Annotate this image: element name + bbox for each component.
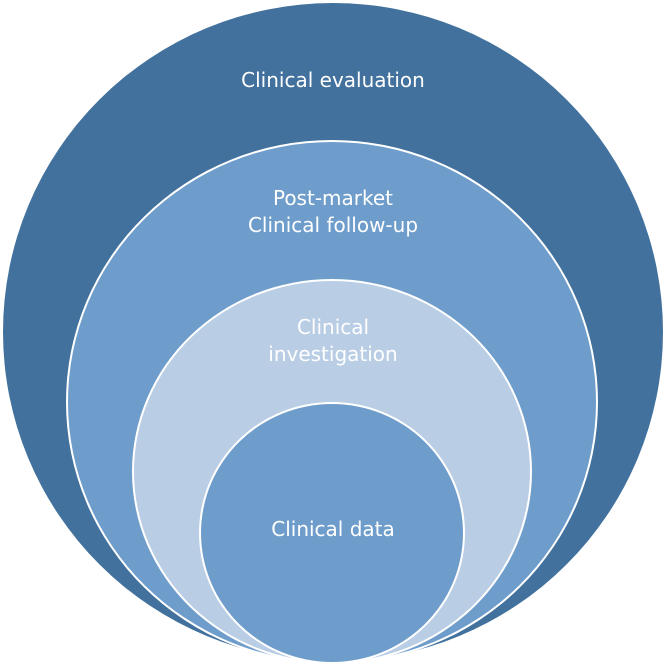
clinical-evaluation-text: Clinical evaluation (241, 68, 425, 92)
clinical-text: Clinical (296, 315, 370, 339)
post-market-text: Post-market (272, 186, 394, 210)
clinical-data-circle (199, 402, 465, 664)
clinical-investigation-label: Clinical investigation (0, 314, 666, 368)
clinical-follow-up-text: Clinical follow-up (247, 213, 419, 237)
clinical-data-text: Clinical data (271, 517, 395, 541)
clinical-evaluation-label: Clinical evaluation (0, 67, 666, 94)
post-market-follow-up-label: Post-market Clinical follow-up (0, 185, 666, 239)
clinical-data-label: Clinical data (0, 516, 666, 543)
investigation-text: investigation (268, 342, 398, 366)
